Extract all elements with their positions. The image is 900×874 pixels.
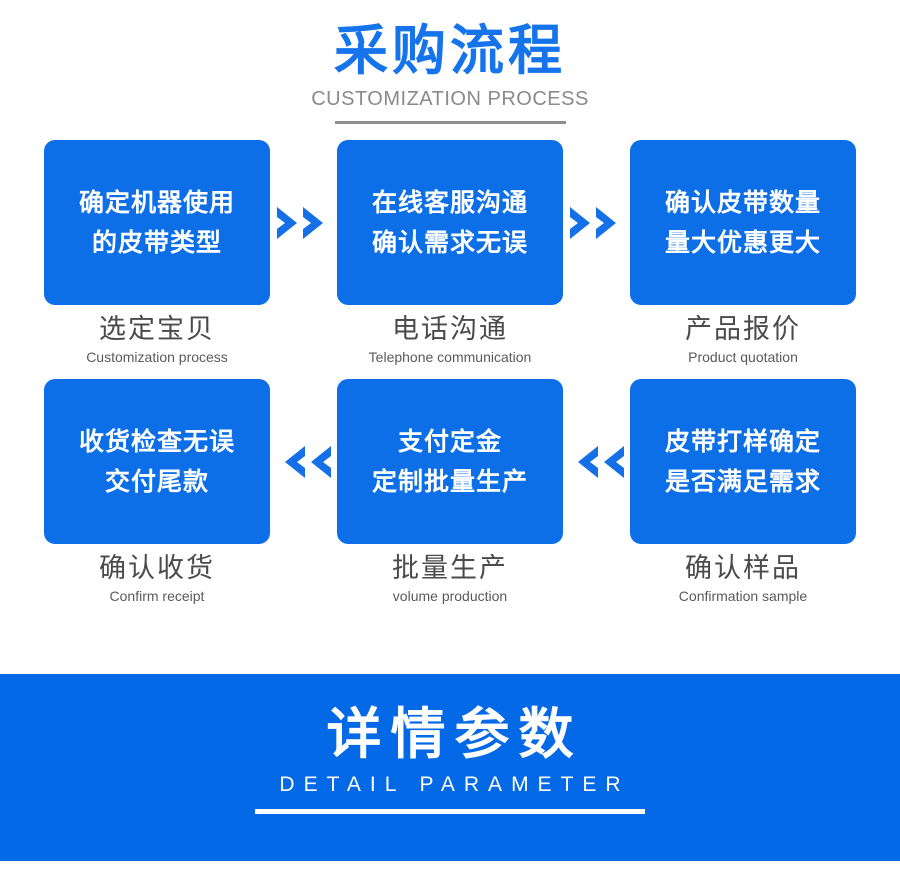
flow-step-5[interactable]: 支付定金 定制批量生产 批量生产 volume production <box>337 379 563 605</box>
page-header: 采购流程 CUSTOMIZATION PROCESS <box>0 0 900 124</box>
flow-step-2-caption-cn: 电话沟通 <box>392 314 508 344</box>
flow-row-1: 确定机器使用 的皮带类型 选定宝贝 Customization process … <box>0 140 900 366</box>
page-subtitle: CUSTOMIZATION PROCESS <box>311 88 589 110</box>
flow-step-4-box-line-2: 是否满足需求 <box>664 467 821 496</box>
flow-step-1-box[interactable]: 确定机器使用 的皮带类型 <box>44 140 270 305</box>
flow-step-5-caption-cn: 批量生产 <box>392 553 508 583</box>
flow-step-6[interactable]: 收货检查无误 交付尾款 确认收货 Confirm receipt <box>44 379 270 605</box>
flow-arrow-4 <box>270 379 337 544</box>
flow-step-3-box[interactable]: 确认皮带数量 量大优惠更大 <box>630 140 856 305</box>
flow-step-3-box-line-1: 确认皮带数量 <box>664 188 821 217</box>
flow-arrow-3 <box>563 379 630 544</box>
flow-step-2-box-line-1: 在线客服沟通 <box>371 188 528 217</box>
flow-step-1-box-line-1: 确定机器使用 <box>78 188 235 217</box>
double-chevron-left-icon <box>568 442 626 482</box>
flow-step-6-caption-cn: 确认收货 <box>99 553 215 583</box>
flow-step-6-caption-en: Confirm receipt <box>109 588 205 604</box>
flow-step-2-box-line-2: 确认需求无误 <box>371 228 528 257</box>
flow-step-6-box[interactable]: 收货检查无误 交付尾款 <box>44 379 270 544</box>
title-divider <box>334 121 566 124</box>
flow-step-5-box[interactable]: 支付定金 定制批量生产 <box>337 379 563 544</box>
flow-step-2-caption-en: Telephone communication <box>368 349 532 365</box>
flow-step-3-caption-cn: 产品报价 <box>685 314 801 344</box>
flow-step-1-caption-en: Customization process <box>86 349 228 365</box>
flow-step-6-box-line-2: 交付尾款 <box>104 467 209 496</box>
flow-arrow-1 <box>270 140 337 305</box>
flow-arrow-2 <box>563 140 630 305</box>
flow-step-4[interactable]: 皮带打样确定 是否满足需求 确认样品 Confirmation sample <box>630 379 856 605</box>
banner-title: 详情参数 <box>326 703 583 765</box>
flow-step-4-caption-en: Confirmation sample <box>678 588 808 604</box>
flow-step-4-box[interactable]: 皮带打样确定 是否满足需求 <box>630 379 856 544</box>
double-chevron-left-icon <box>275 442 333 482</box>
page-title: 采购流程 <box>334 21 566 81</box>
detail-parameter-banner: 详情参数 DETAIL PARAMETER <box>0 674 900 861</box>
flow-step-1[interactable]: 确定机器使用 的皮带类型 选定宝贝 Customization process <box>44 140 270 366</box>
flow-step-1-caption-cn: 选定宝贝 <box>99 314 215 344</box>
flow-step-4-box-line-1: 皮带打样确定 <box>664 427 821 456</box>
process-flow-diagram: 确定机器使用 的皮带类型 选定宝贝 Customization process … <box>0 140 900 605</box>
double-chevron-right-icon <box>275 203 333 243</box>
flow-step-2-box[interactable]: 在线客服沟通 确认需求无误 <box>337 140 563 305</box>
flow-step-3-box-line-2: 量大优惠更大 <box>664 228 821 257</box>
flow-step-1-box-line-2: 的皮带类型 <box>91 228 222 257</box>
flow-step-6-box-line-1: 收货检查无误 <box>78 427 235 456</box>
flow-step-4-caption-cn: 确认样品 <box>685 553 801 583</box>
flow-step-3-caption-en: Product quotation <box>688 349 798 365</box>
flow-step-5-box-line-2: 定制批量生产 <box>371 467 528 496</box>
double-chevron-right-icon <box>568 203 626 243</box>
banner-subtitle: DETAIL PARAMETER <box>279 773 630 796</box>
flow-step-3[interactable]: 确认皮带数量 量大优惠更大 产品报价 Product quotation <box>630 140 856 366</box>
flow-step-2[interactable]: 在线客服沟通 确认需求无误 电话沟通 Telephone communicati… <box>337 140 563 366</box>
banner-divider <box>255 809 645 814</box>
flow-step-5-box-line-1: 支付定金 <box>397 427 502 456</box>
flow-row-2: 收货检查无误 交付尾款 确认收货 Confirm receipt 支付定金 定制… <box>0 379 900 605</box>
flow-step-5-caption-en: volume production <box>392 588 508 604</box>
